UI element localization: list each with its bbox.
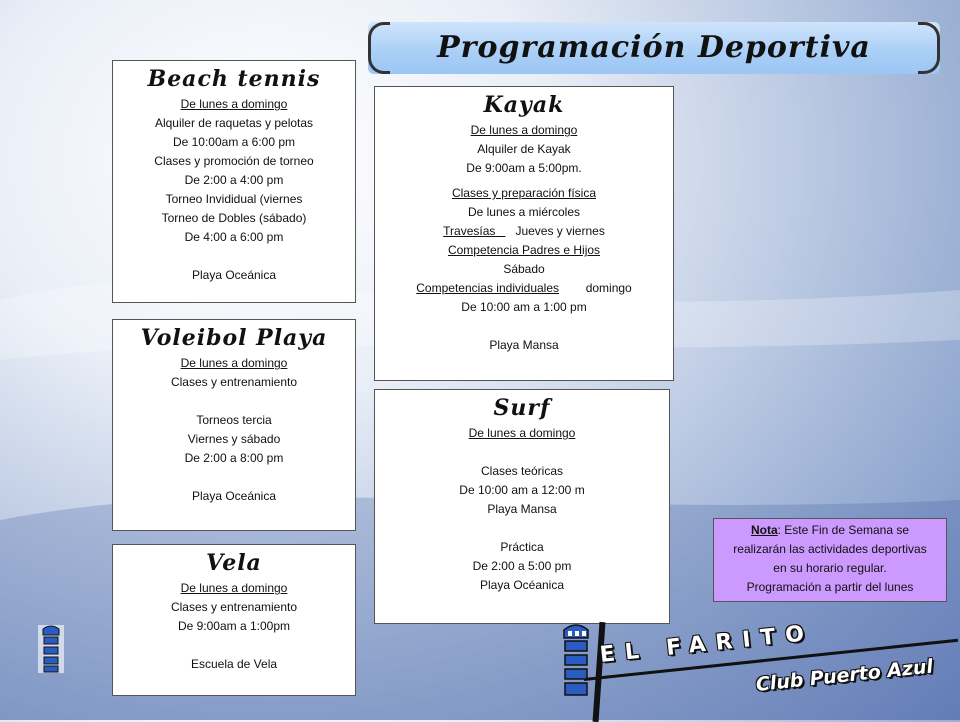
card-line: Sábado bbox=[503, 262, 545, 276]
note-line: realizarán las actividades deportivas bbox=[733, 542, 927, 556]
card-line: Alquiler de raquetas y pelotas bbox=[154, 116, 314, 130]
card-title: Surf bbox=[493, 395, 551, 421]
card-line: De lunes a miércoles bbox=[467, 205, 581, 219]
schedule-days: De lunes a domingo bbox=[470, 123, 578, 137]
card-line: De 9:00am a 1:00pm bbox=[177, 619, 291, 633]
bracket-left bbox=[368, 22, 390, 74]
card-line: Clases y promoción de torneo bbox=[154, 154, 314, 168]
card-line: De 2:00 a 4:00 pm bbox=[184, 173, 284, 187]
card-subheading: Travesías bbox=[443, 224, 496, 238]
card-line: Torneo Invididual (viernes bbox=[165, 192, 303, 206]
card-title: Vela bbox=[206, 550, 262, 576]
card-line: De 10:00am a 6:00 pm bbox=[172, 135, 296, 149]
card-line: Práctica bbox=[500, 540, 544, 554]
card-title: Kayak bbox=[483, 92, 565, 118]
surf-card: Surf De lunes a domingo Clases teóricas … bbox=[374, 389, 670, 624]
card-title: Voleibol Playa bbox=[140, 325, 328, 351]
note-line: Nota: Este Fin de Semana se bbox=[714, 521, 946, 540]
card-line-individuales: Competencias individuales domingo bbox=[375, 279, 673, 298]
kayak-card: Kayak De lunes a domingo Alquiler de Kay… bbox=[374, 86, 674, 381]
card-line: Jueves y viernes bbox=[515, 224, 605, 238]
card-line: Torneos tercia bbox=[196, 413, 272, 427]
note-line: en su horario regular. bbox=[773, 561, 887, 575]
card-line: De 2:00 a 8:00 pm bbox=[184, 451, 284, 465]
card-line: Clases y entrenamiento bbox=[170, 600, 298, 614]
note-label: Nota bbox=[750, 523, 778, 537]
page-title: Programación Deportiva bbox=[437, 30, 871, 65]
voleibol-playa-card: Voleibol Playa De lunes a domingo Clases… bbox=[112, 319, 356, 531]
card-line: Clases y entrenamiento bbox=[170, 375, 298, 389]
card-line: De 4:00 a 6:00 pm bbox=[184, 230, 284, 244]
beach-tennis-card: Beach tennis De lunes a domingo Alquiler… bbox=[112, 60, 356, 303]
card-line: Alquiler de Kayak bbox=[477, 142, 571, 156]
card-line: De 9:00am a 5:00pm. bbox=[466, 161, 582, 175]
location: Escuela de Vela bbox=[190, 657, 278, 671]
card-line: De 10:00 am a 12:00 m bbox=[459, 483, 585, 497]
card-subheading: Competencias individuales bbox=[416, 281, 560, 295]
lighthouse-icon bbox=[38, 625, 64, 673]
card-line-travesias: Travesías Jueves y viernes bbox=[375, 222, 673, 241]
note-box: Nota: Este Fin de Semana se realizarán l… bbox=[713, 518, 947, 602]
card-subheading: Clases y preparación física bbox=[451, 186, 597, 200]
card-line: domingo bbox=[585, 281, 632, 295]
card-line: Clases teóricas bbox=[480, 464, 564, 478]
schedule-days: De lunes a domingo bbox=[180, 97, 288, 111]
card-title: Beach tennis bbox=[147, 66, 321, 92]
lighthouse-logo-icon bbox=[563, 624, 589, 696]
card-line: Torneo de Dobles (sábado) bbox=[161, 211, 307, 225]
bracket-right bbox=[918, 22, 940, 74]
vela-card: Vela De lunes a domingo Clases y entrena… bbox=[112, 544, 356, 696]
title-banner: Programación Deportiva bbox=[368, 22, 940, 74]
location: Playa Oceánica bbox=[191, 268, 277, 282]
location: Playa Oceánica bbox=[191, 489, 277, 503]
note-line: Programación a partir del lunes bbox=[746, 580, 914, 594]
location: Playa Mansa bbox=[489, 338, 559, 352]
card-line: De 10:00 am a 1:00 pm bbox=[461, 300, 587, 314]
card-line: Viernes y sábado bbox=[187, 432, 281, 446]
schedule-days: De lunes a domingo bbox=[180, 581, 288, 595]
schedule-days: De lunes a domingo bbox=[180, 356, 288, 370]
card-line: De 2:00 a 5:00 pm bbox=[472, 559, 572, 573]
schedule-days: De lunes a domingo bbox=[468, 426, 576, 440]
brand-subtitle: Club Puerto Azul bbox=[754, 655, 934, 696]
location: Playa Océanica bbox=[479, 578, 565, 592]
card-line: Playa Mansa bbox=[487, 502, 557, 516]
note-text: : Este Fin de Semana se bbox=[777, 523, 910, 537]
card-subheading: Competencia Padres e Hijos bbox=[447, 243, 601, 257]
brand-name: EL FARITO bbox=[598, 620, 816, 668]
